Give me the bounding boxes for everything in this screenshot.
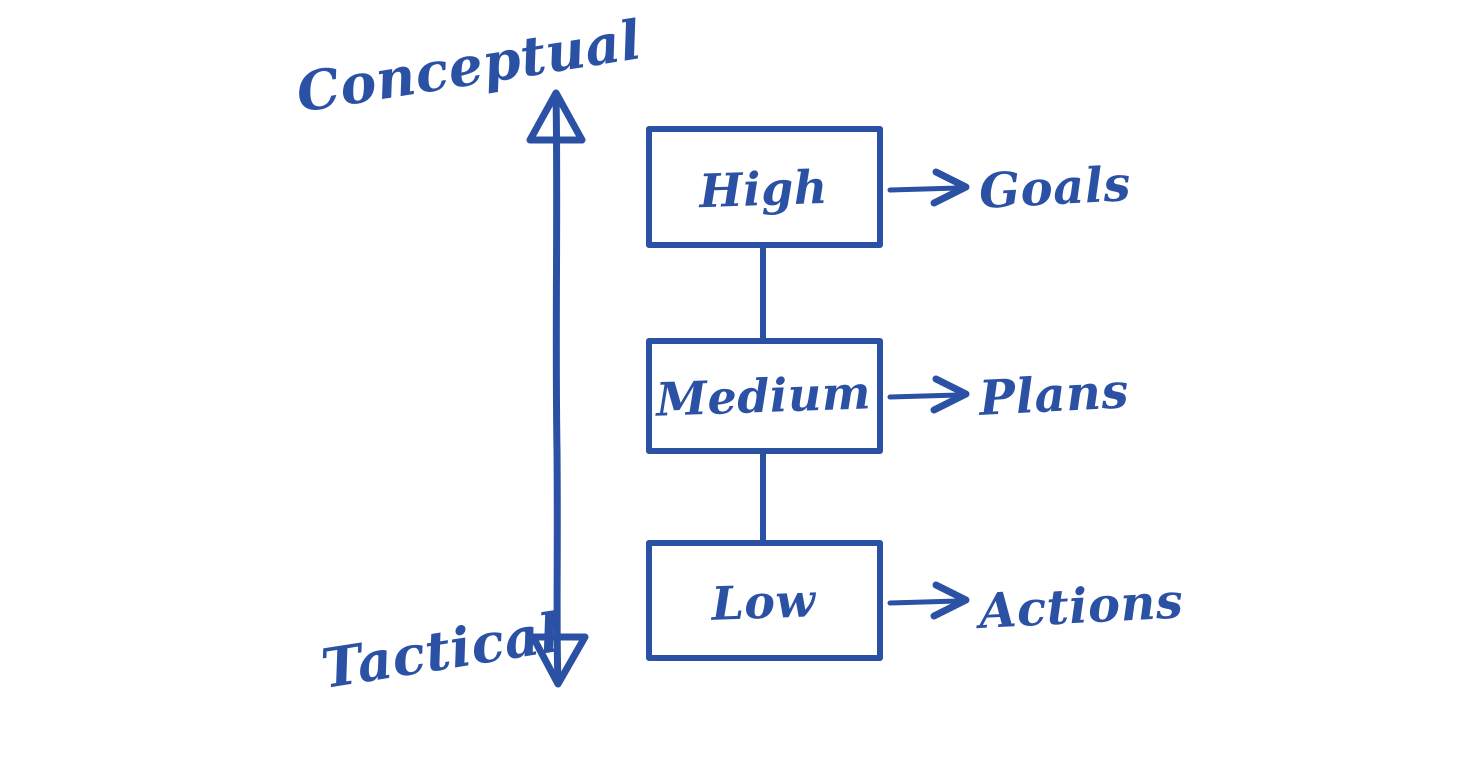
level-box-high-label: High <box>696 160 828 219</box>
flow-label-actions: Actions <box>974 573 1185 640</box>
arrow-high-shaft <box>887 185 961 193</box>
arrow-high-to-goals <box>887 168 970 207</box>
level-box-medium-label: Medium <box>653 365 872 427</box>
axis-arrowhead-down-icon <box>529 633 589 688</box>
arrow-medium-shaft <box>887 392 961 400</box>
level-box-low-label: Low <box>708 573 817 631</box>
arrow-low-head-icon <box>930 581 970 620</box>
axis-shaft <box>552 91 562 686</box>
flow-label-plans: Plans <box>976 363 1131 427</box>
flow-label-goals: Goals <box>978 156 1133 220</box>
arrow-low-shaft <box>887 598 961 606</box>
abstraction-axis <box>526 89 589 688</box>
level-row-high: High Goals <box>646 126 1133 248</box>
arrow-medium-to-plans <box>887 375 970 414</box>
level-row-low: Low Actions <box>646 540 1185 661</box>
arrow-low-to-actions <box>887 581 970 620</box>
arrow-medium-head-icon <box>930 375 970 414</box>
level-row-medium: Medium Plans <box>646 338 1131 454</box>
axis-arrowhead-up-icon <box>526 89 586 144</box>
axis-bottom-label: Tactical <box>317 600 565 701</box>
level-box-low[interactable] <box>646 540 883 661</box>
axis-top-label: Conceptual <box>292 7 646 125</box>
arrow-high-head-icon <box>930 168 970 207</box>
